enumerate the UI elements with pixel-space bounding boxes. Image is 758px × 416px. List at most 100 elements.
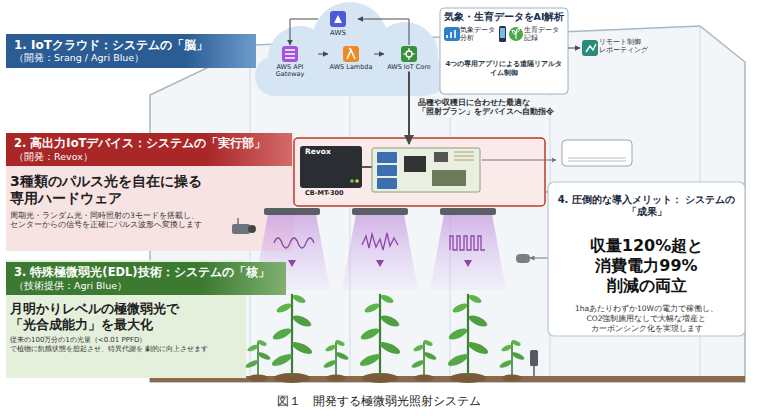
air-conditioner [568, 158, 626, 161]
aws-icon [282, 46, 298, 62]
section-banner: 3. 特殊極微弱光(EDL)技術：システムの「核」（技術提供：Agri Blue… [6, 262, 286, 295]
result-box-frame [548, 182, 745, 336]
node-text: 収量120%超と 消費電力99%削減の両立 [556, 236, 737, 296]
sensor [232, 224, 250, 234]
aws-service: AWS IoT Core [384, 45, 434, 71]
aws-service: AWS Lambda [328, 45, 374, 71]
section-description: 月明かりレベルの極微弱光で 「光合成能力」を最大化従来の100万分の1の光量（<… [10, 301, 238, 354]
device-area [362, 166, 372, 168]
aws-icon [282, 11, 417, 62]
node-text: CB-MT-300 [305, 190, 480, 198]
connector-arrow [318, 54, 328, 55]
app-icon [499, 26, 506, 42]
led-lamp [264, 208, 496, 215]
device-area [355, 179, 359, 183]
device-area [350, 179, 354, 183]
aws-icon [330, 11, 346, 27]
aws-service: AWS [318, 10, 358, 37]
sensor [232, 218, 538, 376]
plant [270, 293, 313, 383]
device-area [377, 152, 397, 163]
app-icon [509, 27, 523, 41]
app-icon [500, 28, 505, 38]
node-text: 1haあたりわずか10Wの電力で稼働し、 CO2強制施用なしで大幅な増産と カー… [556, 304, 737, 333]
device-area [404, 156, 426, 172]
aws-icon [285, 50, 295, 58]
cloud [255, 2, 448, 96]
iot-device: RevoxCB-MT-300 [300, 144, 485, 201]
light-beam [254, 214, 506, 290]
down-arrow [376, 260, 384, 267]
aws-service: AWS API Gateway [262, 45, 318, 79]
ai-box-frame [440, 8, 568, 94]
device-area [434, 152, 448, 162]
led-lamp [264, 208, 320, 215]
light-beam [430, 214, 506, 290]
section-description: 3種類のパルス光を自在に操る 専用ハードウェア周期光・ランダム光・同時照射の3モ… [10, 173, 220, 230]
section-banner: 2. 高出力IoTデバイス：システムの「実行部」（開発：Revox） [6, 133, 292, 166]
edge-label: 品種や収穫日に合わせた最適な 「照射プラン」をデバイスへ自動指令 [416, 97, 556, 118]
app-icon [582, 40, 598, 56]
result-box-frame [548, 182, 745, 336]
node-text: （開発：Revox） [14, 151, 284, 162]
pulse-waveform [450, 236, 485, 250]
air-conditioner [562, 140, 632, 166]
plant [323, 339, 350, 382]
node-heading: AWS IoT Core [384, 64, 434, 71]
device-area [432, 170, 466, 186]
pulse-waveform [362, 233, 398, 250]
plant [245, 293, 526, 383]
air-conditioner [562, 140, 632, 166]
node-heading: Revox [305, 147, 480, 156]
app-icon [447, 30, 455, 38]
node-text: 周期光・ランダム光・同時照射の3モードを搭載し、 センターからの信号を正確にパル… [10, 211, 220, 231]
node-text: 4つの専用アプリによる遠隔リアルタイム制御 [443, 60, 565, 77]
app-icon [444, 27, 460, 41]
node-heading: 2. 高出力IoTデバイス：システムの「実行部」 [14, 137, 284, 151]
node-heading: 月明かりレベルの極微弱光で 「光合成能力」を最大化 [10, 301, 238, 332]
sensor [237, 218, 239, 224]
app-icon [512, 28, 520, 39]
device-area [377, 178, 397, 189]
node-heading: 気象・生育データをAI解析 [443, 11, 565, 22]
section-panel [6, 133, 294, 378]
sensor [516, 254, 530, 263]
node-text: 従来の100万分の1の光量（<0.01 PPFD） で植物に飢餓状態を想起させ、… [10, 336, 238, 354]
sensor [530, 350, 538, 366]
light-beam [342, 214, 418, 290]
app-feature: 生育データ 記録 [506, 26, 564, 43]
down-arrow [288, 260, 296, 267]
ai-analysis-box: 気象・生育データをAI解析 4つの専用アプリによる遠隔リアルタイム制御 気象データ … [440, 8, 568, 94]
led-lamp [352, 208, 408, 215]
node-heading: AWS API Gateway [262, 64, 318, 79]
sensor [533, 366, 535, 376]
aws-icon [401, 46, 417, 62]
app-icon [586, 44, 596, 52]
plant [499, 339, 526, 382]
aws-icon [403, 48, 415, 60]
down-arrow [464, 260, 472, 267]
node-heading: AWS Lambda [328, 64, 374, 71]
app-icon [444, 26, 598, 56]
connector-arrow [374, 54, 384, 55]
aws-icon [334, 15, 342, 23]
device-area [454, 152, 474, 160]
plant [358, 293, 401, 383]
section-panel [6, 133, 294, 251]
app-feature: リモート制御 レポーティング [580, 38, 656, 55]
sensor [248, 225, 256, 233]
section-banner: 1. IoTクラウド：システムの「脳」（開発：Srang / Agri Blue… [6, 34, 256, 68]
connector-arrow [290, 19, 318, 45]
device-area [294, 138, 545, 206]
aws-icon [347, 48, 355, 59]
aws-icon [343, 46, 359, 62]
connector-arrow [358, 19, 409, 45]
down-arrow [288, 260, 472, 267]
device-area [377, 165, 397, 176]
node-heading: 気象データ 分析 [460, 26, 498, 43]
node-heading: 3種類のパルス光を自在に操る 専用ハードウェア [10, 173, 220, 207]
node-text: （技術提供：Agri Blue） [14, 280, 278, 291]
pulse-waveform [274, 233, 485, 250]
app-feature: 気象データ 分析 [442, 26, 498, 43]
